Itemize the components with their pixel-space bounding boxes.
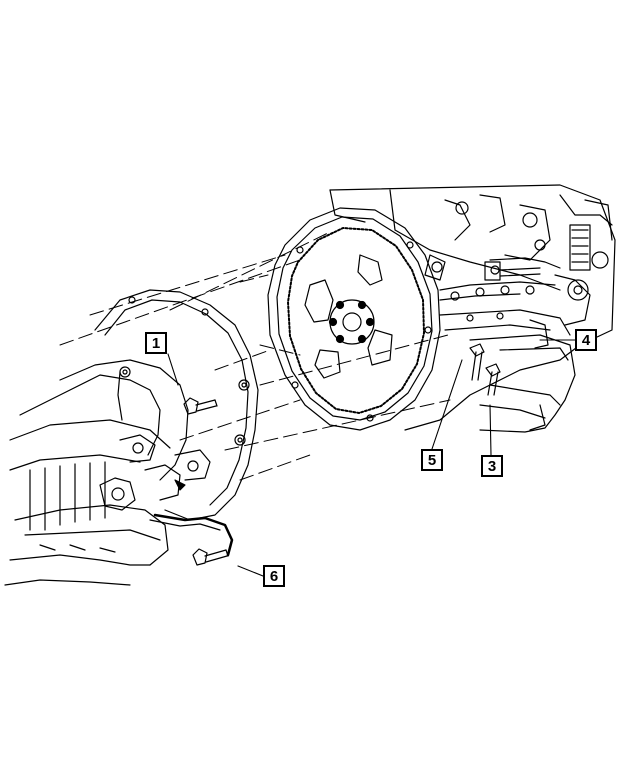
flexplate	[267, 207, 441, 431]
transmission	[4, 289, 259, 586]
oil-pan	[469, 334, 576, 433]
callout-3: 3	[481, 455, 503, 477]
leader-lines	[167, 339, 576, 577]
callout-5: 5	[421, 449, 443, 471]
alignment-guides	[59, 231, 451, 481]
callout-4: 4	[575, 329, 597, 351]
callout-1: 1	[145, 332, 167, 354]
lower-bolt	[192, 548, 229, 566]
callout-6: 6	[263, 565, 285, 587]
bell-housing-bolt	[183, 397, 218, 415]
engine-block	[329, 184, 616, 431]
engine-mount-bolts	[469, 343, 501, 396]
